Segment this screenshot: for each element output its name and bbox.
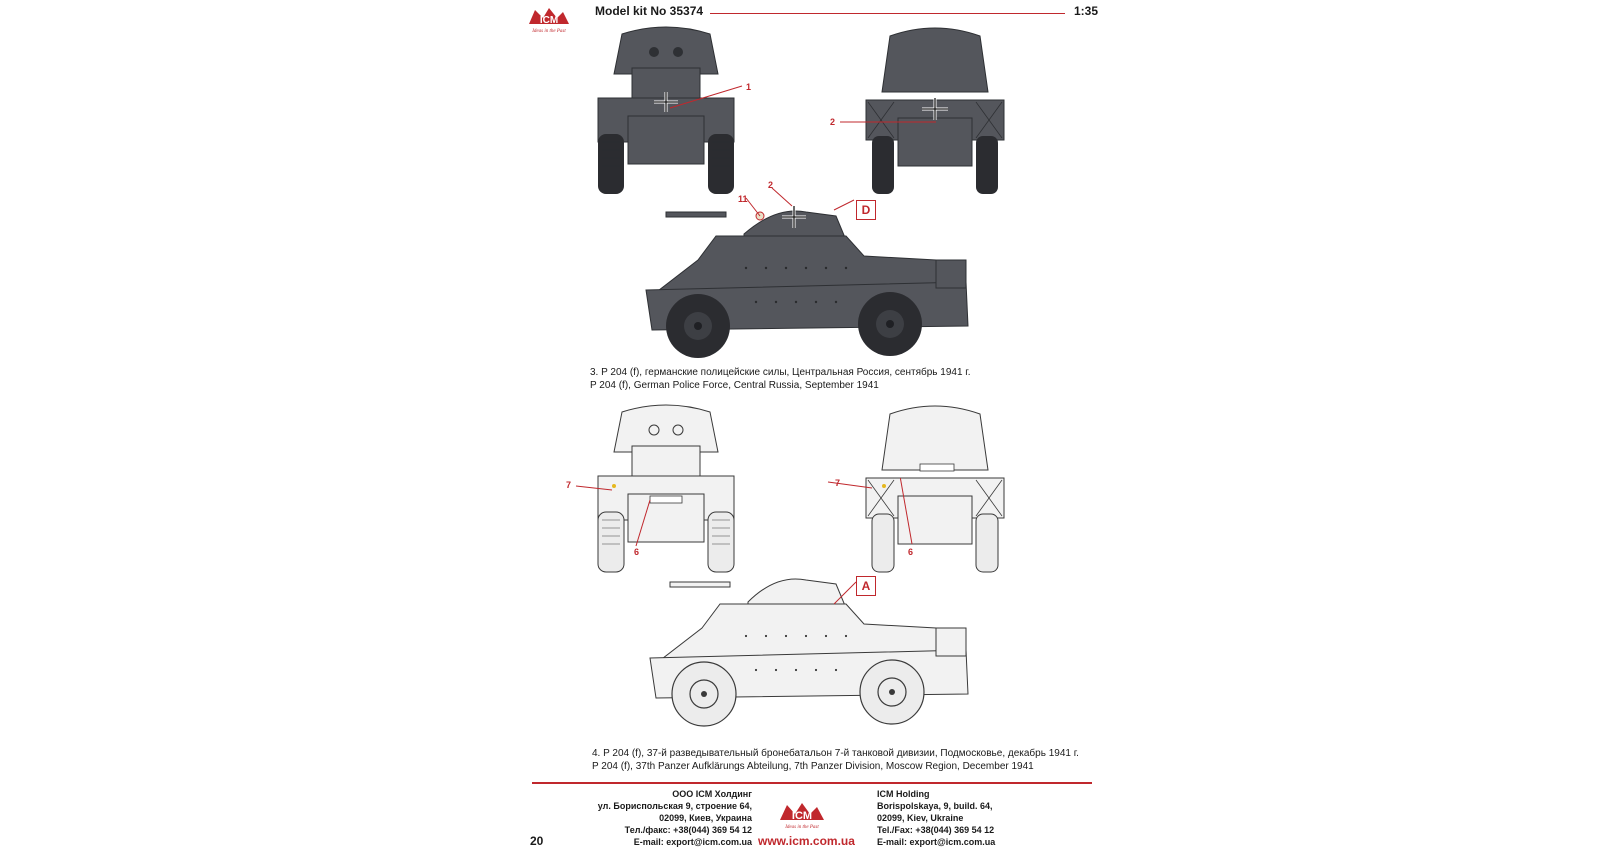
profile3-caption-ru: 3. P 204 (f), германские полицейские сил… bbox=[590, 367, 971, 378]
profile4-caption-en: P 204 (f), 37th Panzer Aufklärungs Abtei… bbox=[592, 761, 1034, 772]
p3-front-callout: 1 bbox=[746, 82, 752, 92]
logo-tagline: Ideas in the Past bbox=[531, 29, 566, 34]
p3-rear-leader bbox=[840, 121, 936, 123]
footer-divider bbox=[532, 782, 1092, 784]
p3-side-view bbox=[645, 206, 969, 358]
footer-en-line: Borispolskaya, 9, build. 64, bbox=[877, 801, 993, 811]
footer-logo-text: ICM bbox=[792, 810, 812, 822]
p3-side-callout-emblem: 11 bbox=[738, 194, 748, 204]
p3-side-leaders bbox=[745, 187, 855, 217]
p3-letter-box: D bbox=[856, 200, 876, 220]
footer-en-line: ICM Holding bbox=[877, 789, 930, 799]
p4-front-callout-6: 6 bbox=[634, 547, 640, 557]
profile4-caption: 4. P 204 (f), 37-й разведывательный брон… bbox=[592, 747, 1079, 773]
footer-ru-line: Тел./факс: +38(044) 369 54 12 bbox=[624, 825, 752, 835]
p4-rear-leaders bbox=[827, 478, 913, 545]
p4-front-leaders bbox=[575, 485, 651, 547]
footer-address-en: ICM Holding Borispolskaya, 9, build. 64,… bbox=[877, 788, 1067, 848]
profile4-caption-ru: 4. P 204 (f), 37-й разведывательный брон… bbox=[592, 748, 1079, 759]
p4-side-view bbox=[649, 578, 969, 727]
icm-logo: ICM Ideas in the Past bbox=[529, 8, 569, 34]
page-number: 20 bbox=[530, 834, 544, 848]
website-url: www.icm.com.ua bbox=[758, 834, 855, 848]
profile3-caption: 3. P 204 (f), германские полицейские сил… bbox=[590, 366, 971, 392]
footer-en-line: Tel./Fax: +38(044) 369 54 12 bbox=[877, 825, 995, 835]
p4-front-view bbox=[597, 404, 735, 573]
footer-logo-tagline: Ideas in the Past bbox=[784, 825, 819, 830]
profile3-caption-en: P 204 (f), German Police Force, Central … bbox=[590, 380, 879, 391]
p4-side-leader bbox=[833, 581, 857, 605]
p4-rear-callout-7: 7 bbox=[835, 478, 841, 488]
p3-side-callout-turret: 2 bbox=[768, 180, 774, 190]
p3-front-leader bbox=[669, 85, 743, 109]
p4-front-callout-7: 7 bbox=[566, 480, 572, 490]
footer-address-ru: ООО ICM Холдинг ул. Бориспольская 9, стр… bbox=[580, 788, 752, 848]
footer-ru-line: ООО ICM Холдинг bbox=[672, 789, 752, 799]
p4-letter-box: A bbox=[856, 576, 876, 596]
footer-en-line: E-mail: export@icm.com.ua bbox=[877, 837, 996, 847]
logo-text: ICM bbox=[540, 15, 558, 26]
header-divider bbox=[710, 13, 1065, 14]
p4-rear-callout-6: 6 bbox=[908, 547, 914, 557]
p3-rear-callout: 2 bbox=[830, 117, 836, 127]
footer-en-line: 02099, Kiev, Ukraine bbox=[877, 813, 964, 823]
footer-ru-line: E-mail: export@icm.com.ua bbox=[633, 837, 752, 847]
p3-rear-view bbox=[865, 27, 1005, 194]
footer-ru-line: 02099, Киев, Украина bbox=[659, 813, 752, 823]
footer-ru-line: ул. Бориспольская 9, строение 64, bbox=[597, 801, 752, 811]
scale-label: 1:35 bbox=[1074, 4, 1099, 18]
icm-footer-logo: ICM Ideas in the Past bbox=[780, 803, 824, 830]
p3-front-view bbox=[597, 26, 735, 194]
model-kit-label: Model kit No 35374 bbox=[595, 4, 704, 18]
